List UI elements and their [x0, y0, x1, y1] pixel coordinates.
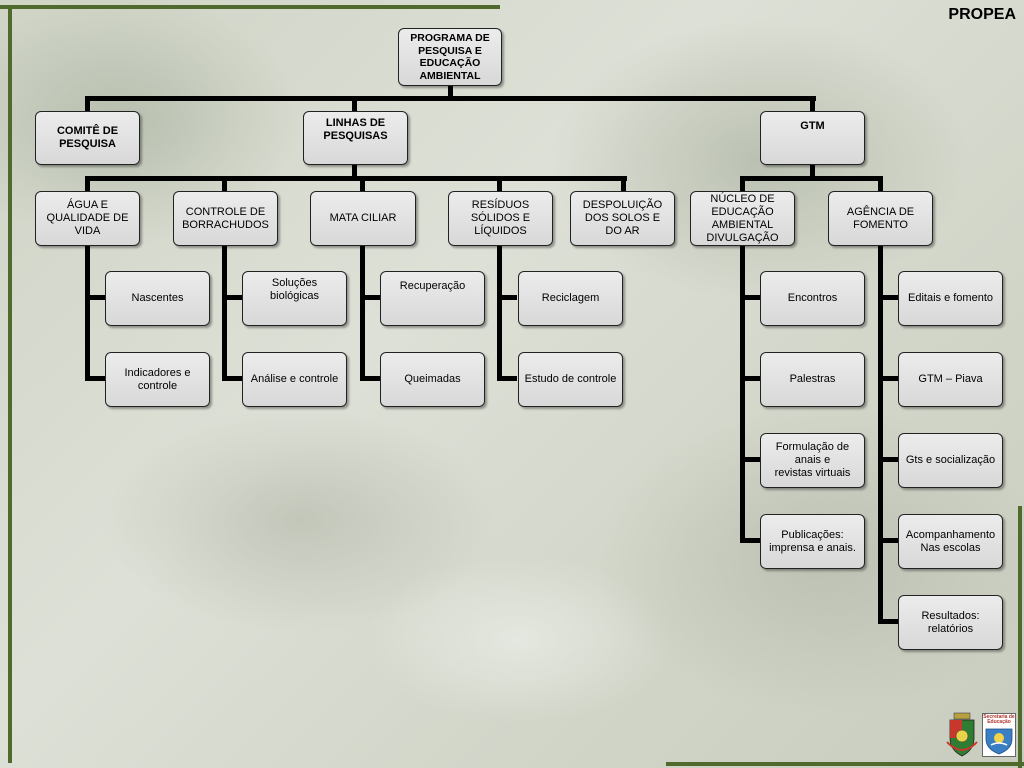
education-logo-text: Secretaria de Educação: [983, 714, 1015, 725]
linhas-label: LINHAS DE PESQUISAS: [323, 117, 388, 142]
root-label: PROGRAMA DE PESQUISA E EDUCAÇÃO AMBIENTA…: [410, 32, 490, 82]
theme-residuos-node: RESÍDUOS SÓLIDOS E LÍQUIDOS: [448, 191, 553, 246]
leaf-label: Soluções biológicas: [270, 277, 319, 302]
leaf-palestras: Palestras: [760, 352, 865, 407]
leaf-analise: Análise e controle: [242, 352, 347, 407]
frame-right-line: [1018, 506, 1022, 768]
gtm-node: GTM: [760, 111, 865, 165]
leaf-gts: Gts e socialização: [898, 433, 1003, 488]
municipal-coat-of-arms-logo: [946, 712, 978, 757]
theme-borrachudos-label: CONTROLE DE BORRACHUDOS: [182, 205, 269, 231]
leaf-label: Gts e socialização: [905, 454, 996, 466]
leaf-label: Reciclagem: [541, 292, 600, 304]
leaf-reciclagem: Reciclagem: [518, 271, 623, 326]
gtm-label: GTM: [800, 120, 825, 132]
theme-mata-ciliar-label: MATA CILIAR: [329, 212, 397, 224]
leaf-publicacoes: Publicações: imprensa e anais.: [760, 514, 865, 569]
leaf-recuperacao: Recuperação: [380, 271, 485, 326]
leaf-label: Encontros: [787, 292, 838, 304]
leaf-label: Recuperação: [399, 280, 466, 292]
leaf-label: Nascentes: [131, 292, 184, 304]
leaf-label: Editais e fomento: [908, 292, 993, 304]
leaf-label: Estudo de controle: [524, 373, 617, 385]
leaf-editais: Editais e fomento: [898, 271, 1003, 326]
theme-mata-ciliar-node: MATA CILIAR: [310, 191, 416, 246]
leaf-formulacao: Formulação de anais e revistas virtuais: [760, 433, 865, 488]
leaf-label: Análise e controle: [250, 373, 339, 385]
theme-residuos-label: RESÍDUOS SÓLIDOS E LÍQUIDOS: [470, 199, 531, 237]
agencia-node: AGÊNCIA DE FOMENTO: [828, 191, 933, 246]
frame-left-line: [8, 5, 12, 763]
leaf-acompanhamento: Acompanhamento Nas escolas: [898, 514, 1003, 569]
comite-label: COMITÊ DE PESQUISA: [56, 125, 119, 150]
nucleo-label: NÚCLEO DE EDUCAÇÃO AMBIENTAL DIVULGAÇÃO: [706, 193, 779, 244]
leaf-label: Resultados: relatórios: [921, 609, 980, 635]
leaf-label: Palestras: [789, 373, 836, 385]
root-node: PROGRAMA DE PESQUISA E EDUCAÇÃO AMBIENTA…: [398, 28, 502, 86]
leaf-indicadores: Indicadores e controle: [105, 352, 210, 407]
leaf-label: Indicadores e controle: [124, 366, 191, 392]
leaf-label: GTM – Piava: [918, 373, 983, 385]
leaf-solucoes: Soluções biológicas: [242, 271, 347, 326]
nucleo-node: NÚCLEO DE EDUCAÇÃO AMBIENTAL DIVULGAÇÃO: [690, 191, 795, 246]
leaf-queimadas: Queimadas: [380, 352, 485, 407]
linhas-node: LINHAS DE PESQUISAS: [303, 111, 408, 165]
frame-bottom-line: [666, 762, 1024, 766]
education-logo-emblem: [985, 728, 1013, 755]
leaf-resultados: Resultados: relatórios: [898, 595, 1003, 650]
leaf-estudo: Estudo de controle: [518, 352, 623, 407]
theme-despoluicao-label: DESPOLUIÇÃO DOS SOLOS E DO AR: [582, 199, 663, 237]
comite-node: COMITÊ DE PESQUISA: [35, 111, 140, 165]
theme-despoluicao-node: DESPOLUIÇÃO DOS SOLOS E DO AR: [570, 191, 675, 246]
leaf-nascentes: Nascentes: [105, 271, 210, 326]
page-title: PROPEA: [948, 6, 1016, 23]
agencia-label: AGÊNCIA DE FOMENTO: [846, 205, 915, 231]
theme-agua-label: ÁGUA E QUALIDADE DE VIDA: [46, 199, 129, 237]
education-logo: Secretaria de Educação: [982, 713, 1016, 757]
leaf-gtm-piava: GTM – Piava: [898, 352, 1003, 407]
theme-borrachudos-node: CONTROLE DE BORRACHUDOS: [173, 191, 278, 246]
theme-agua-node: ÁGUA E QUALIDADE DE VIDA: [35, 191, 140, 246]
leaf-encontros: Encontros: [760, 271, 865, 326]
leaf-label: Acompanhamento Nas escolas: [905, 528, 996, 554]
frame-top-line: [0, 5, 500, 9]
leaf-label: Queimadas: [404, 373, 461, 385]
leaf-label: Formulação de anais e revistas virtuais: [774, 441, 851, 479]
leaf-label: Publicações: imprensa e anais.: [769, 528, 856, 554]
